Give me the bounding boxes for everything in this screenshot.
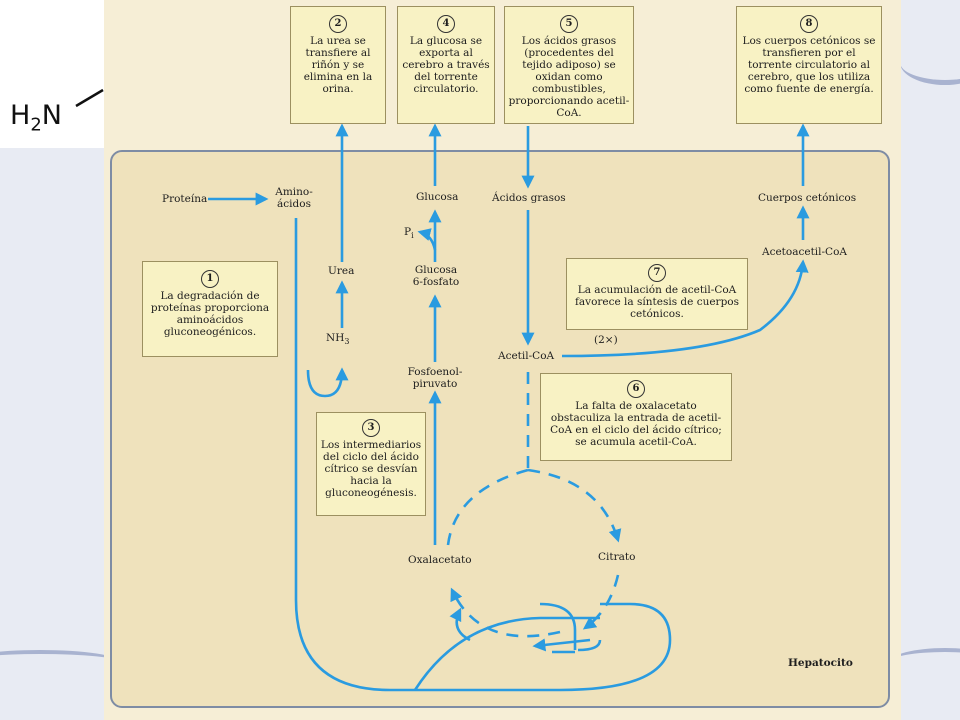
box-3-intermediates: 3 Los intermediarios del ciclo del ácido…: [316, 412, 426, 516]
label-nh3: NH3: [326, 332, 350, 347]
slide-background-right: [900, 0, 960, 720]
label-urea: Urea: [328, 265, 355, 277]
step-number-1: 1: [201, 270, 219, 288]
label-glucosa-6-fosfato: Glucosa 6-fosfato: [412, 264, 460, 288]
box-3-text: Los intermediarios del ciclo del ácido c…: [320, 439, 422, 499]
box-1-protein-degradation: 1 La degradación de proteínas proporcion…: [142, 261, 278, 357]
box-7-text: La acumulación de acetil-CoA favorece la…: [574, 284, 740, 320]
urea-left-group: H2N: [10, 100, 62, 136]
box-2-urea: 2 La urea se transfiere al riñón y se el…: [290, 6, 386, 124]
hepatocyte-panel: [110, 150, 890, 708]
box-1-text: La degradación de proteínas proporciona …: [150, 290, 270, 338]
label-acetil-coa: Acetil-CoA: [498, 350, 555, 362]
label-aminoacidos: Amino-ácidos: [275, 186, 313, 210]
step-number-8: 8: [800, 15, 818, 33]
step-number-5: 5: [560, 15, 578, 33]
decorative-swoosh: [890, 648, 960, 676]
step-number-4: 4: [437, 15, 455, 33]
box-6-text: La falta de oxalacetato obstaculiza la e…: [550, 400, 722, 448]
box-2-text: La urea se transfiere al riñón y se elim…: [303, 35, 373, 95]
label-glucosa: Glucosa: [416, 191, 459, 203]
label-two-x: (2×): [594, 334, 618, 346]
label-fosfoenolpiruvato: Fosfoenol-piruvato: [407, 366, 463, 390]
box-8-text: Los cuerpos cetónicos se transfieren por…: [742, 35, 876, 95]
label-oxalacetato: Oxalacetato: [408, 554, 472, 566]
box-8-ketone-bodies: 8 Los cuerpos cetónicos se transfieren p…: [736, 6, 882, 124]
label-acidos-grasos: Ácidos grasos: [492, 192, 566, 204]
step-number-3: 3: [362, 419, 380, 437]
label-hepatocito: Hepatocito: [788, 657, 853, 669]
decorative-swoosh: [900, 40, 960, 85]
decorative-swoosh: [0, 650, 120, 674]
step-number-6: 6: [627, 380, 645, 398]
label-proteina: Proteína: [162, 193, 208, 205]
label-acetoacetil-coa: Acetoacetil-CoA: [762, 246, 847, 258]
box-6-oxaloacetate-lack: 6 La falta de oxalacetato obstaculiza la…: [540, 373, 732, 461]
box-5-fatty-acids: 5 Los ácidos grasos (procedentes del tej…: [504, 6, 634, 124]
box-7-acetyl-coa-accumulation: 7 La acumulación de acetil-CoA favorece …: [566, 258, 748, 330]
label-citrato: Citrato: [598, 551, 636, 563]
box-5-text: Los ácidos grasos (procedentes del tejid…: [508, 35, 630, 119]
box-4-text: La glucosa se exporta al cerebro a travé…: [402, 35, 490, 95]
box-4-glucose-export: 4 La glucosa se exporta al cerebro a tra…: [397, 6, 495, 124]
label-pi: Pi: [404, 226, 414, 241]
step-number-2: 2: [329, 15, 347, 33]
step-number-7: 7: [648, 264, 666, 282]
label-cuerpos-cetonicos: Cuerpos cetónicos: [758, 192, 857, 204]
